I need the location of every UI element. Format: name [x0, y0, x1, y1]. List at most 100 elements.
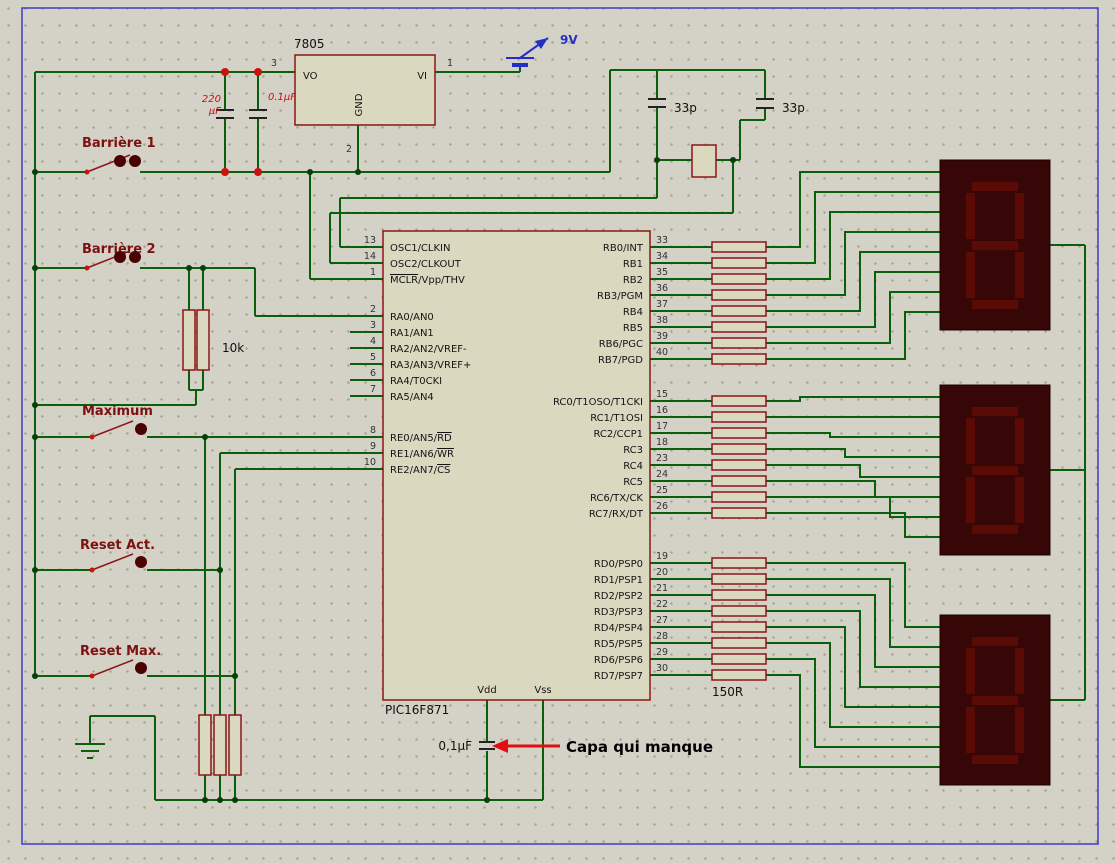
svg-text:RE2/AN7/CS: RE2/AN7/CS: [390, 465, 450, 476]
capacitor-value: 220: [202, 94, 221, 105]
switch-contact-icon: [129, 251, 141, 263]
switch-label: Reset Act.: [80, 538, 155, 553]
seven-segment-display-2[interactable]: [939, 384, 1051, 556]
svg-text:30: 30: [656, 663, 668, 674]
switch-contact-icon: [135, 662, 147, 674]
svg-text:9: 9: [370, 441, 376, 452]
svg-text:22: 22: [656, 599, 668, 610]
resistor-network-rb[interactable]: [711, 241, 767, 365]
mcu-right-pin-names: RB0/INT RB1 RB2 RB3/PGM RB4 RB5 RB6/PGC …: [553, 243, 644, 682]
svg-text:RD1/PSP1: RD1/PSP1: [594, 575, 643, 586]
mcu-left-pin-numbers: 13 14 1 2 3 4 5 6 7 8 9 10: [364, 235, 376, 468]
svg-text:RB7/PGD: RB7/PGD: [598, 355, 643, 366]
mcu-pic16f871[interactable]: PIC16F871 Vdd Vss OSC1/CLKIN OSC2/CLKOUT…: [364, 230, 668, 717]
svg-text:23: 23: [656, 453, 668, 464]
svg-text:5: 5: [370, 352, 376, 363]
svg-text:RC7/RX/DT: RC7/RX/DT: [589, 509, 644, 520]
svg-text:39: 39: [656, 331, 668, 342]
svg-text:RB2: RB2: [623, 275, 643, 286]
regulator-pinnum-1: 1: [447, 58, 453, 69]
capacitor-33p-2[interactable]: 33p: [756, 98, 805, 115]
svg-text:OSC1/CLKIN: OSC1/CLKIN: [390, 243, 450, 254]
switch-contact-icon: [114, 251, 126, 263]
svg-text:4: 4: [370, 336, 376, 347]
svg-text:10: 10: [364, 457, 376, 468]
svg-text:36: 36: [656, 283, 668, 294]
switch-barriere-2[interactable]: Barrière 2: [82, 242, 156, 271]
svg-text:RD6/PSP6: RD6/PSP6: [594, 655, 643, 666]
switch-barriere-1[interactable]: Barrière 1: [82, 136, 156, 175]
svg-text:28: 28: [656, 631, 668, 642]
svg-text:40: 40: [656, 347, 668, 358]
mcu-vdd-label: Vdd: [477, 685, 497, 696]
resistor-value: 150R: [712, 685, 743, 699]
capacitor-0p1uf-top[interactable]: 0.1µF: [249, 92, 296, 119]
svg-text:17: 17: [656, 421, 668, 432]
svg-text:20: 20: [656, 567, 668, 578]
switch-reset-act[interactable]: Reset Act.: [80, 538, 155, 573]
capacitor-decoupling-vdd[interactable]: 0,1µF: [438, 739, 495, 753]
svg-text:RC2/CCP1: RC2/CCP1: [593, 429, 643, 440]
svg-text:14: 14: [364, 251, 376, 262]
svg-text:25: 25: [656, 485, 668, 496]
switch-contact-icon: [129, 155, 141, 167]
sheet-border: [21, 7, 1099, 845]
capacitor-33p-1[interactable]: 33p: [648, 98, 697, 115]
resistor-network-rc[interactable]: [711, 395, 767, 519]
regulator-pin-gnd: GND: [354, 93, 365, 116]
svg-text:37: 37: [656, 299, 668, 310]
wire-segments: [34, 65, 1086, 801]
switch-pivot-icon: [89, 567, 95, 573]
svg-text:RA1/AN1: RA1/AN1: [390, 328, 434, 339]
regulator-pin-vo: VO: [303, 71, 318, 82]
seven-segment-display-1[interactable]: [939, 159, 1051, 331]
svg-text:RD5/PSP5: RD5/PSP5: [594, 639, 643, 650]
resistor-network-rd[interactable]: 150R: [711, 557, 767, 699]
svg-text:19: 19: [656, 551, 668, 562]
svg-text:RC3: RC3: [623, 445, 643, 456]
svg-text:38: 38: [656, 315, 668, 326]
mcu-ref: PIC16F871: [385, 703, 449, 717]
seven-segment-display-3[interactable]: [939, 614, 1051, 786]
switch-maximum[interactable]: Maximum: [82, 404, 153, 440]
capacitor-220uf[interactable]: 220 µF: [202, 94, 234, 119]
resistor-pulldowns[interactable]: [198, 714, 242, 776]
ground-symbol[interactable]: [75, 743, 105, 759]
svg-text:16: 16: [656, 405, 668, 416]
switch-reset-max[interactable]: Reset Max.: [80, 644, 161, 679]
mcu-vss-label: Vss: [534, 685, 551, 696]
annotation-arrowhead-icon: [492, 739, 508, 753]
svg-text:2: 2: [370, 304, 376, 315]
switch-contact-icon: [114, 155, 126, 167]
svg-text:RD7/PSP7: RD7/PSP7: [594, 671, 643, 682]
resistor-10k[interactable]: 10k: [182, 309, 244, 371]
svg-text:RC1/T1OSI: RC1/T1OSI: [590, 413, 643, 424]
svg-text:RD2/PSP2: RD2/PSP2: [594, 591, 643, 602]
annotation-missing-cap: Capa qui manque: [492, 738, 713, 756]
switch-contact-icon: [135, 423, 147, 435]
battery-9v[interactable]: 9V: [506, 33, 578, 67]
regulator-pinnum-3: 3: [271, 58, 277, 69]
svg-text:RD0/PSP0: RD0/PSP0: [594, 559, 643, 570]
svg-text:RB3/PGM: RB3/PGM: [597, 291, 643, 302]
svg-text:RB0/INT: RB0/INT: [603, 243, 644, 254]
mcu-right-pin-numbers: 33 34 35 36 37 38 39 40 15 16 17 18 23 2…: [656, 235, 668, 674]
switch-label: Maximum: [82, 404, 153, 419]
svg-text:RA3/AN3/VREF+: RA3/AN3/VREF+: [390, 360, 471, 371]
crystal[interactable]: [691, 144, 717, 178]
switch-contact-icon: [135, 556, 147, 568]
voltage-regulator-7805[interactable]: 7805 VO VI GND 3 1 2: [271, 37, 453, 155]
capacitor-value: 0,1µF: [438, 739, 472, 753]
svg-text:RA4/T0CKI: RA4/T0CKI: [390, 376, 442, 387]
svg-text:RB4: RB4: [623, 307, 643, 318]
capacitor-value: 0.1µF: [268, 92, 296, 103]
svg-text:RA5/AN4: RA5/AN4: [390, 392, 434, 403]
svg-text:RA2/AN2/VREF-: RA2/AN2/VREF-: [390, 344, 467, 355]
capacitor-value: 33p: [782, 101, 805, 115]
svg-text:8: 8: [370, 425, 376, 436]
svg-text:24: 24: [656, 469, 668, 480]
svg-text:RC4: RC4: [623, 461, 643, 472]
switch-label: Reset Max.: [80, 644, 161, 659]
switch-label: Barrière 1: [82, 136, 156, 151]
